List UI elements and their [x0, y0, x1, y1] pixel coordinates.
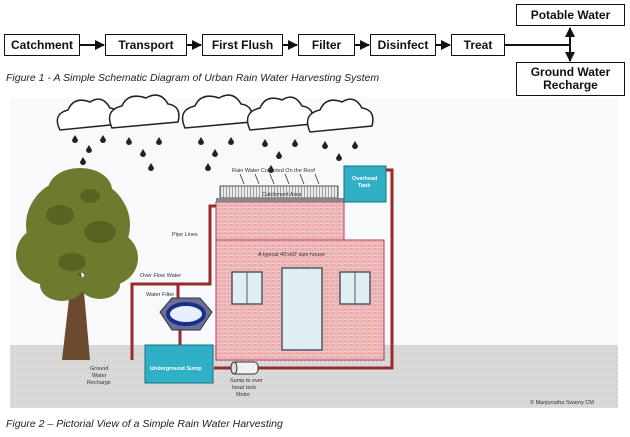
label-roof-water: Rain Water Collected On the Roof	[232, 168, 315, 174]
water-filter	[159, 297, 213, 331]
label-credit: © Manjunatha Swamy CM	[530, 399, 594, 406]
rain-arrows	[239, 173, 320, 185]
step-transport: Transport	[105, 34, 187, 56]
step-filter: Filter	[298, 34, 355, 56]
house	[215, 185, 385, 361]
cloud-icon	[56, 94, 374, 133]
underground-sump	[144, 344, 214, 384]
rain-clouds	[56, 94, 374, 173]
label-catchment-area: Catchment Area	[262, 192, 302, 198]
pipe-lines	[130, 168, 394, 370]
step-first-flush: First Flush	[202, 34, 283, 56]
overhead-tank	[343, 165, 387, 203]
rain-drops	[72, 135, 358, 173]
label-house: A typical 40'x60' size house	[258, 252, 325, 258]
house-upper-wall	[215, 201, 345, 241]
label-pipe-lines: Pipe Lines	[172, 232, 198, 238]
step-treat: Treat	[451, 34, 505, 56]
figure1-caption: Figure 1 - A Simple Schematic Diagram of…	[6, 72, 380, 84]
door	[281, 267, 323, 351]
label-sump: Underground Sump	[150, 366, 202, 372]
output-ground-water-recharge: Ground Water Recharge	[516, 62, 625, 96]
output-potable-water: Potable Water	[516, 4, 625, 26]
step-disinfect: Disinfect	[370, 34, 436, 56]
step-catchment: Catchment	[4, 34, 80, 56]
tree	[16, 168, 138, 360]
label-overflow: Over Flow Water	[140, 273, 181, 279]
figure2-caption: Figure 2 – Pictorial View of a Simple Ra…	[6, 418, 283, 430]
label-water-filter: Water Filter	[146, 292, 174, 298]
motor	[230, 361, 259, 375]
